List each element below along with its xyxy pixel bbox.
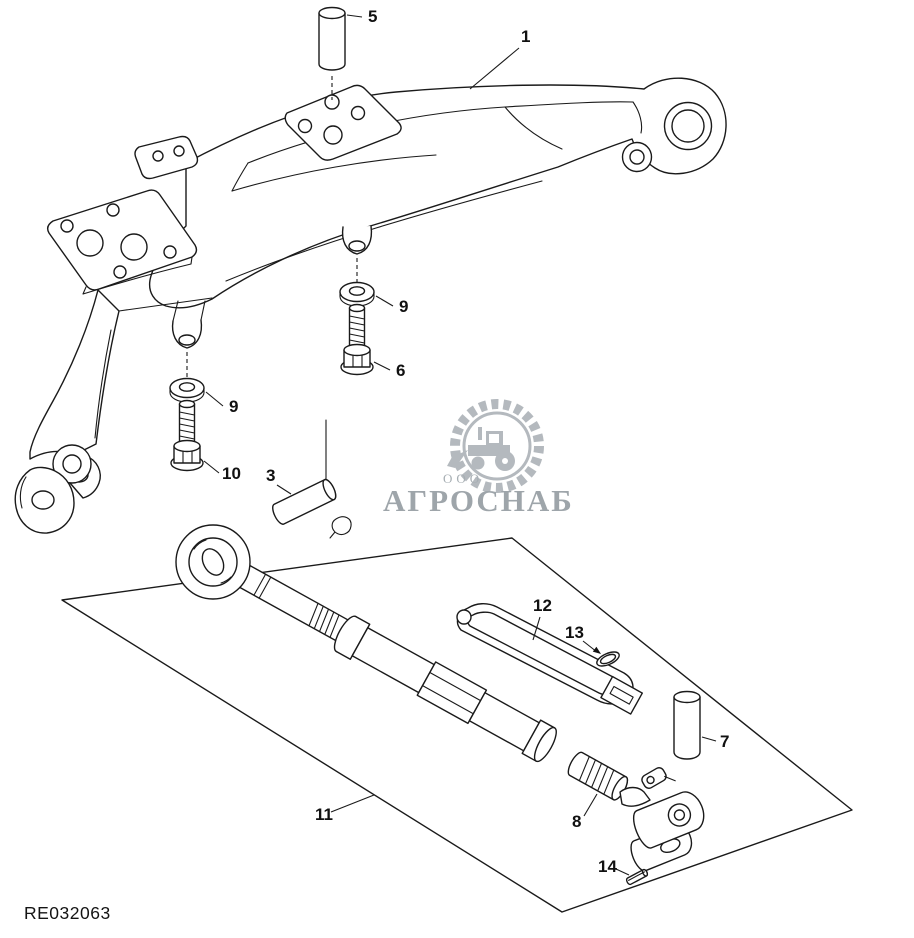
svg-text:1: 1 <box>521 27 530 46</box>
watermark-prefix: ООО <box>443 471 483 486</box>
callout-3: 3 <box>266 466 292 495</box>
bolt-pad-front <box>341 225 373 255</box>
top-mounting-plate <box>284 84 402 161</box>
handle-latch-plate <box>600 675 644 715</box>
retainer-clip-small <box>329 516 352 539</box>
svg-text:11: 11 <box>315 805 333 824</box>
support-frame <box>14 77 727 534</box>
callout-13-arrowhead <box>592 646 601 654</box>
turnbuckle-barrel <box>333 615 557 763</box>
callout-11: 11 <box>315 794 375 824</box>
callout-7: 7 <box>701 732 729 751</box>
upper-left-bracket <box>134 135 199 180</box>
pin-5 <box>318 6 346 71</box>
drawing-number: RE032063 <box>24 903 111 923</box>
handle-12 <box>456 603 644 715</box>
watermark-gear-icon <box>447 399 544 493</box>
lug-hole <box>671 109 705 143</box>
lower-left-arm <box>14 289 213 534</box>
center-link-assembly <box>175 524 705 886</box>
watermark-name: АГРОСНАБ <box>383 483 574 518</box>
svg-text:8: 8 <box>572 812 581 831</box>
clevis-yoke <box>619 767 705 872</box>
callout-13: 13 <box>565 623 601 654</box>
callouts: 5 1 9 6 9 10 3 11 <box>203 7 729 876</box>
svg-text:9: 9 <box>399 297 408 316</box>
svg-text:3: 3 <box>266 466 275 485</box>
callout-8: 8 <box>572 793 598 831</box>
svg-text:14: 14 <box>598 857 617 876</box>
kit-outline-box <box>61 537 853 913</box>
watermark: ООО АГРОСНАБ <box>383 399 574 518</box>
callout-10: 10 <box>203 460 241 483</box>
svg-text:13: 13 <box>565 623 584 642</box>
callout-6: 6 <box>373 361 405 380</box>
center-link-ball-eye <box>175 524 251 600</box>
pin-3 <box>272 478 337 525</box>
svg-text:9: 9 <box>229 397 238 416</box>
left-mounting-plate <box>46 189 198 295</box>
svg-text:10: 10 <box>222 464 241 483</box>
callout-5: 5 <box>346 7 377 26</box>
callout-14: 14 <box>598 857 630 876</box>
spring-pin-14 <box>625 868 649 886</box>
svg-text:12: 12 <box>533 596 552 615</box>
svg-text:7: 7 <box>720 732 729 751</box>
callout-9-lower: 9 <box>205 391 238 416</box>
callout-12: 12 <box>532 596 552 641</box>
svg-text:5: 5 <box>368 7 377 26</box>
svg-text:6: 6 <box>396 361 405 380</box>
handle-hook-eye <box>456 609 472 625</box>
watermark-tractor-icon <box>447 427 515 471</box>
callout-1: 1 <box>469 27 530 90</box>
retaining-ring-13 <box>596 651 620 667</box>
clevis-pin-7 <box>673 690 701 760</box>
bolt-pad-rear <box>171 300 206 349</box>
clevis-latch-lever <box>641 767 676 789</box>
callout-9-upper: 9 <box>375 295 408 316</box>
